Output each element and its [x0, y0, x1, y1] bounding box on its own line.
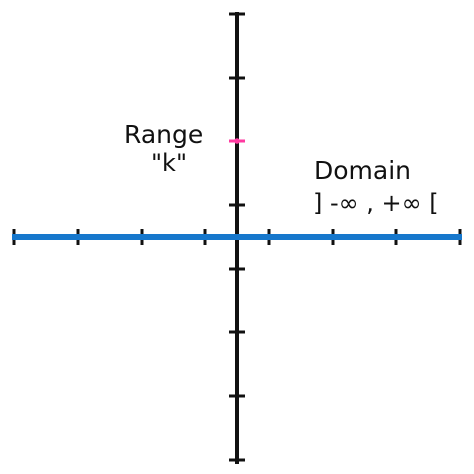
domain-title: Domain: [314, 156, 411, 185]
range-marker-point: [234, 138, 240, 144]
domain-value: ] -∞ , +∞ [: [313, 189, 439, 217]
range-title: Range: [124, 120, 203, 149]
range-value: "k": [151, 149, 187, 177]
